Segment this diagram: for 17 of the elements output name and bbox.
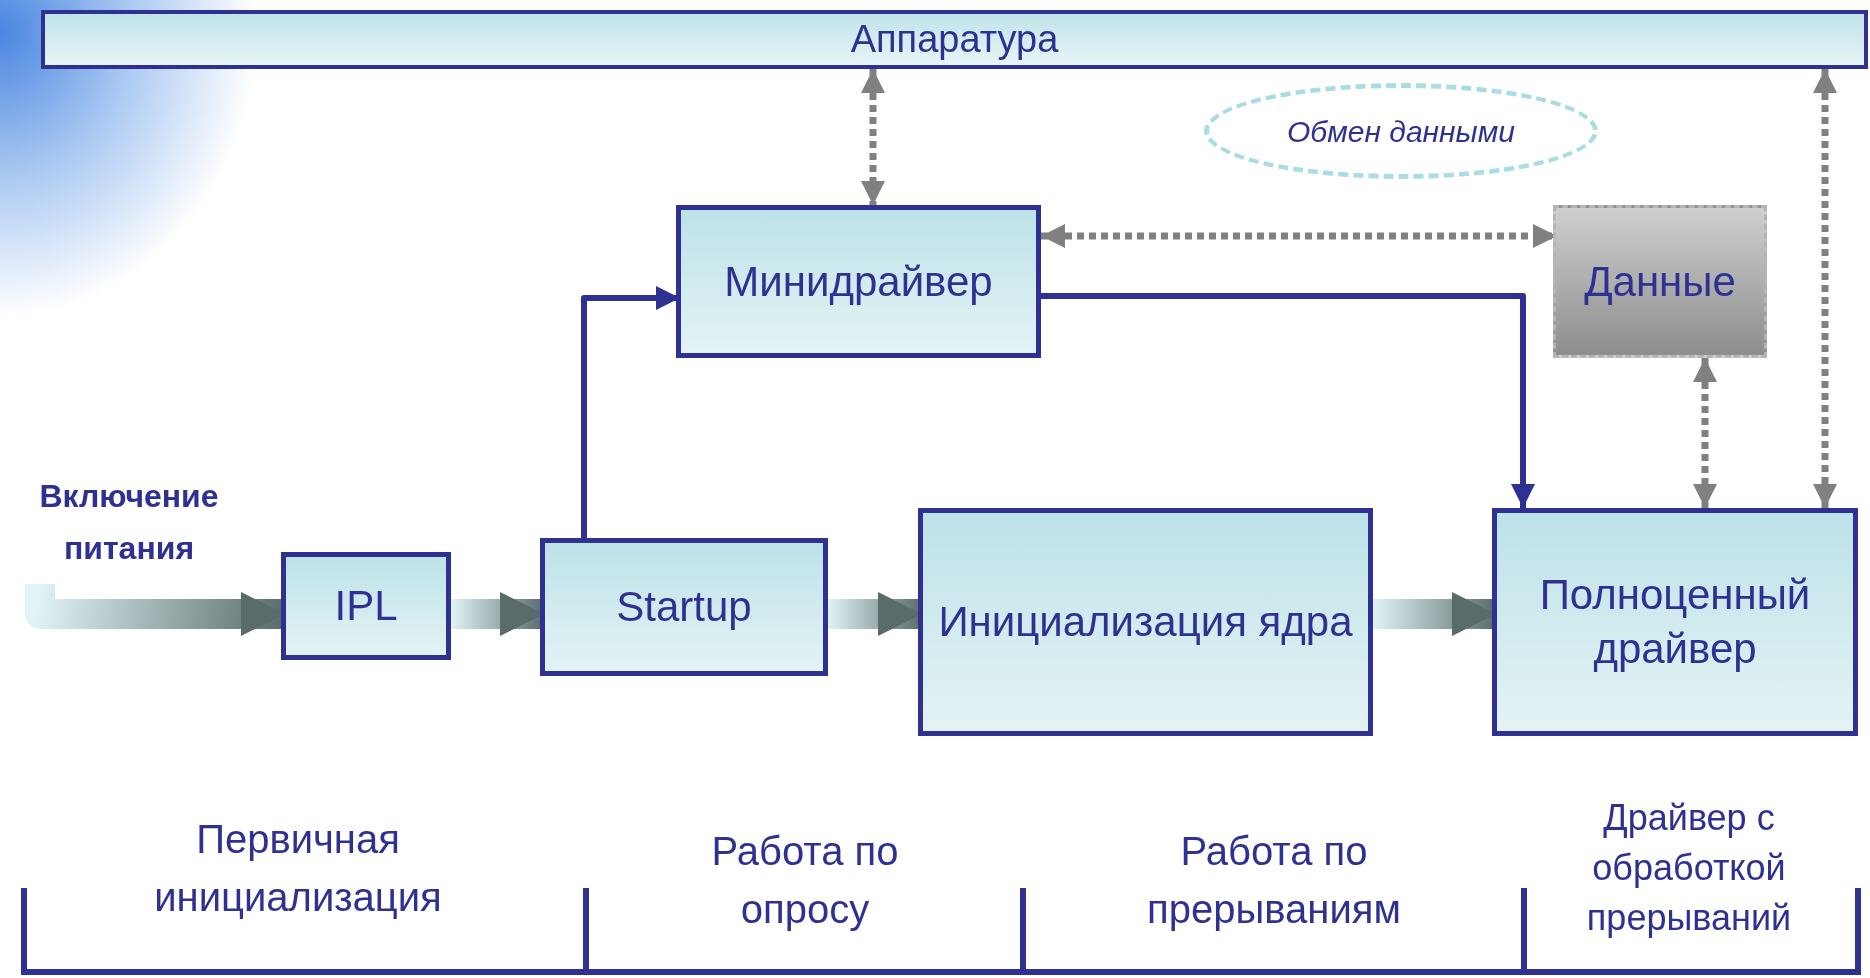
dotted-arrow <box>861 69 885 205</box>
process-box: Минидрайвер <box>676 205 1041 358</box>
arrow <box>1041 293 1535 508</box>
dotted-ellipse: Обмен данными <box>1204 83 1598 179</box>
dotted-arrow <box>1693 358 1717 508</box>
process-box: Инициализация ядра <box>918 508 1373 736</box>
phase-label: Драйвер с обработкой прерываний <box>1585 796 1793 940</box>
phase-label: Работа по опросу <box>710 828 900 933</box>
process-box: Полноценный драйвер <box>1492 508 1858 736</box>
phase-label: Первичная инициализация <box>153 816 443 921</box>
data-box: Данные <box>1553 205 1767 358</box>
process-box: Startup <box>540 538 828 676</box>
process-box: IPL <box>281 552 451 660</box>
phase-label: Работа по прерываниям <box>1146 828 1402 933</box>
dotted-arrow <box>1813 69 1837 508</box>
hardware-bar: Аппаратура <box>41 10 1868 69</box>
power-on-label: Включение питания <box>38 477 220 568</box>
